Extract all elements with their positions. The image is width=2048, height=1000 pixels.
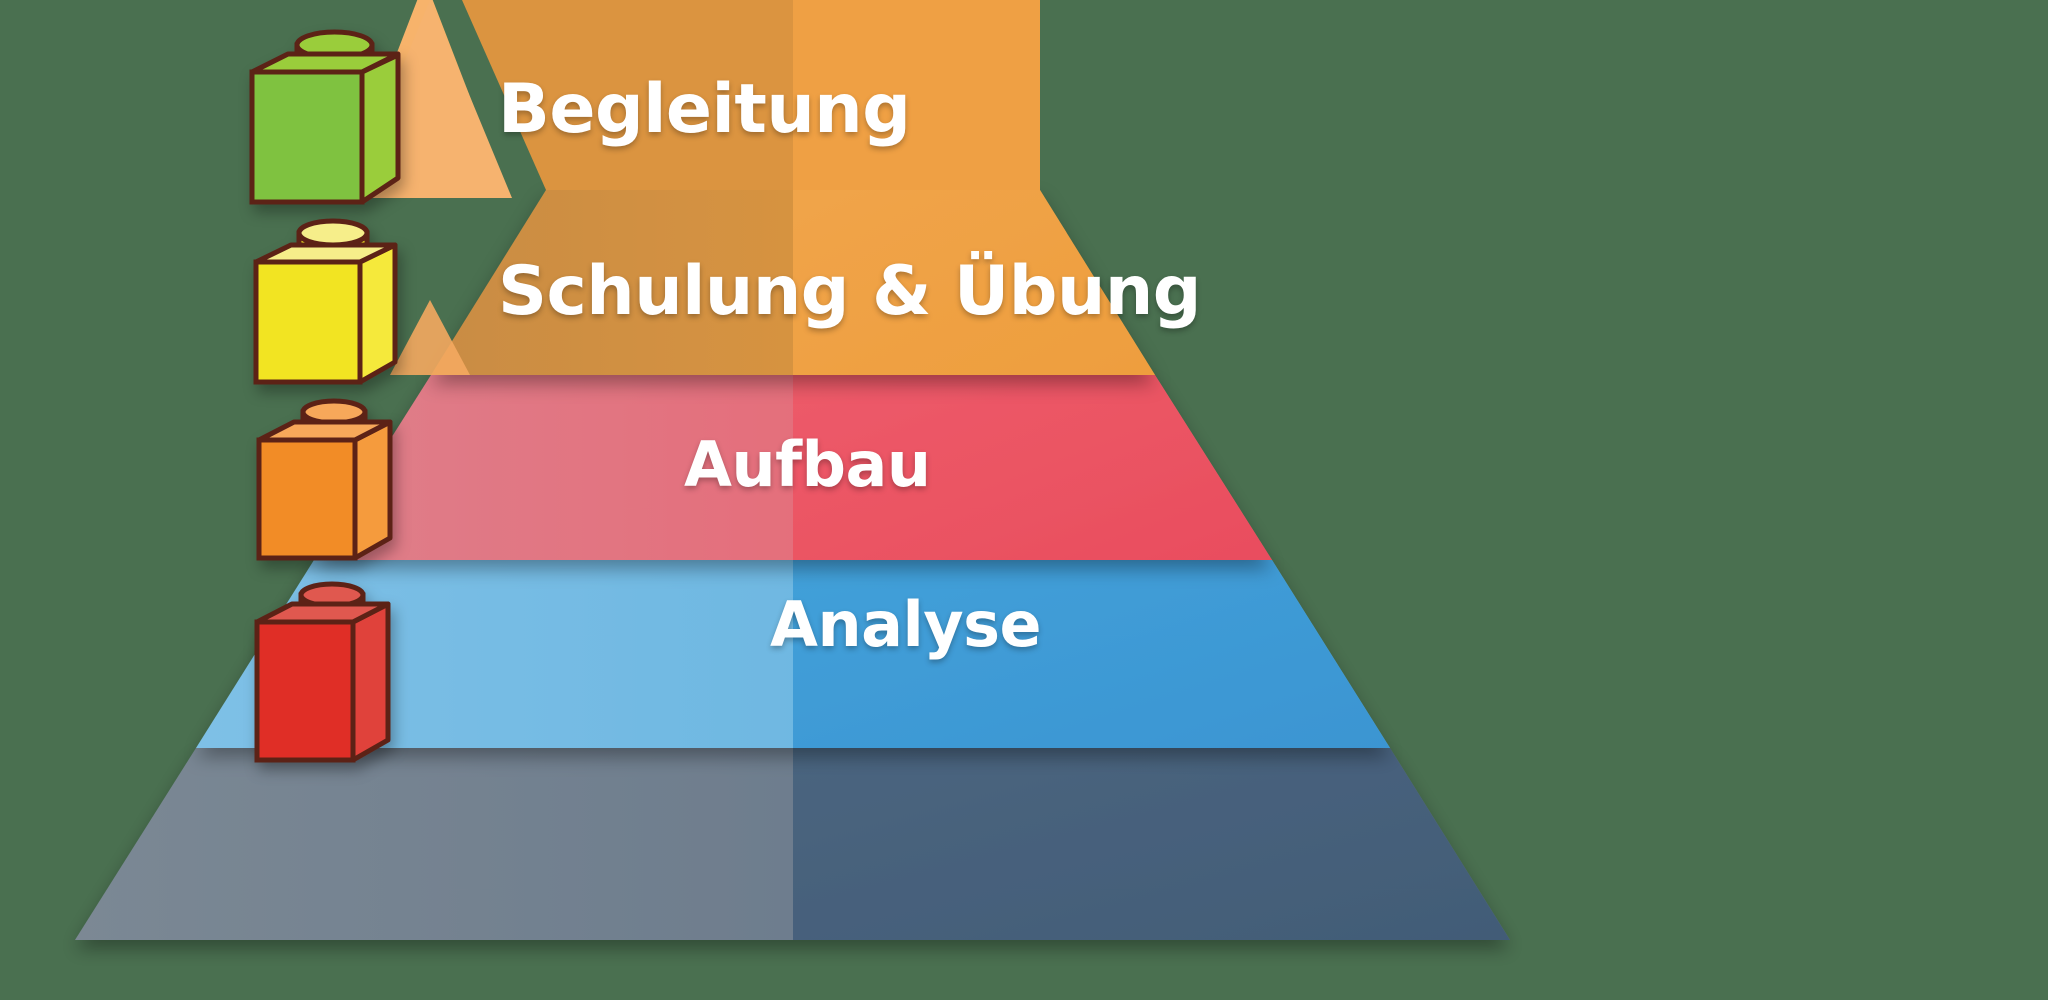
level-begleitung-right-face (793, 190, 1155, 375)
level-label-begleitung: Begleitung (498, 70, 911, 149)
lego-brick-red[interactable] (254, 581, 391, 763)
level-label-analyse: Analyse (770, 588, 1042, 661)
level-schulung-right-face (793, 375, 1272, 560)
lego-brick-orange[interactable] (256, 398, 393, 561)
pyramid-level-analyse[interactable] (75, 748, 1510, 940)
pyramid-level-schulung-uebung[interactable] (314, 375, 1272, 560)
lego-brick-green[interactable] (249, 29, 401, 205)
level-analyse-right-face (793, 748, 1510, 940)
level-label-schulung-uebung: Schulung & Übung (498, 252, 1201, 331)
lego-brick-yellow[interactable] (253, 218, 398, 385)
connector-wedge-1 (390, 300, 470, 375)
pyramid-level-aufbau[interactable] (196, 560, 1390, 748)
level-label-aufbau: Aufbau (684, 428, 931, 501)
level-aufbau-right-face (793, 560, 1390, 748)
pyramid-level-begleitung[interactable] (425, 0, 1155, 375)
pyramid-top-wedge (462, 0, 1040, 190)
